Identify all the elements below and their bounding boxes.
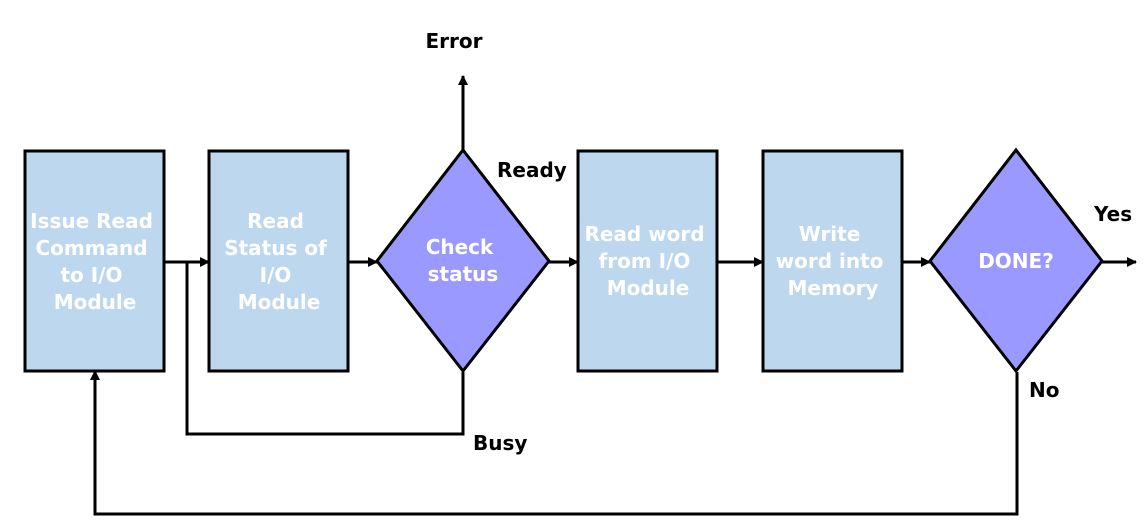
process-read-word-line-3: Module — [607, 276, 690, 300]
label-ready: Ready — [497, 158, 567, 182]
arrow-no-loop — [90, 370, 1019, 516]
process-write-word: Write word into Memory — [761, 149, 904, 373]
process-issue-read-line-2: Command — [35, 236, 147, 260]
label-yes: Yes — [1093, 202, 1132, 226]
process-read-word-text: Read word from I/O Module — [584, 222, 711, 300]
process-write-word-text: Write word into Memory — [776, 222, 891, 300]
decision-done: DONE? — [928, 147, 1104, 374]
process-issue-read: Issue Read Command to I/O Module — [23, 149, 166, 373]
process-read-status-line-4: Module — [238, 290, 321, 314]
process-read-status: Read Status of I/O Module — [207, 149, 350, 373]
arrow-busy-loop — [185, 262, 465, 436]
process-read-word-line-1: Read word — [584, 222, 704, 246]
process-write-word-box — [761, 149, 904, 373]
process-read-status-line-3: I/O — [260, 263, 292, 287]
decision-check-status-line-1: Check — [426, 235, 494, 259]
process-issue-read-box — [23, 149, 166, 373]
process-read-word-box — [576, 149, 719, 373]
process-read-status-line-2: Status of — [224, 236, 327, 260]
process-issue-read-line-3: to I/O — [61, 263, 123, 287]
process-read-status-line-1: Read — [247, 209, 304, 233]
label-busy: Busy — [473, 431, 527, 455]
process-read-word-line-2: from I/O — [599, 249, 691, 273]
label-error: Error — [426, 29, 483, 53]
connectors — [90, 75, 1137, 516]
process-read-status-text: Read Status of I/O Module — [224, 209, 334, 314]
process-issue-read-line-1: Issue Read — [30, 209, 153, 233]
decision-check-status-diamond — [375, 147, 551, 374]
process-issue-read-line-4: Module — [54, 290, 137, 314]
process-write-word-line-3: Memory — [788, 276, 879, 300]
process-write-word-line-2: word into — [776, 249, 884, 273]
process-issue-read-text: Issue Read Command to I/O Module — [30, 209, 160, 314]
label-no: No — [1029, 378, 1059, 402]
process-write-word-line-1: Write — [799, 222, 861, 246]
process-read-status-box — [207, 149, 350, 373]
decision-done-diamond — [928, 147, 1104, 374]
decision-done-text: DONE? — [978, 249, 1054, 273]
decision-check-status-text: Check status — [426, 235, 501, 286]
decision-check-status: Check status — [375, 147, 551, 374]
process-read-word: Read word from I/O Module — [576, 149, 719, 373]
decision-check-status-line-2: status — [428, 262, 499, 286]
decision-done-line-1: DONE? — [978, 249, 1054, 273]
